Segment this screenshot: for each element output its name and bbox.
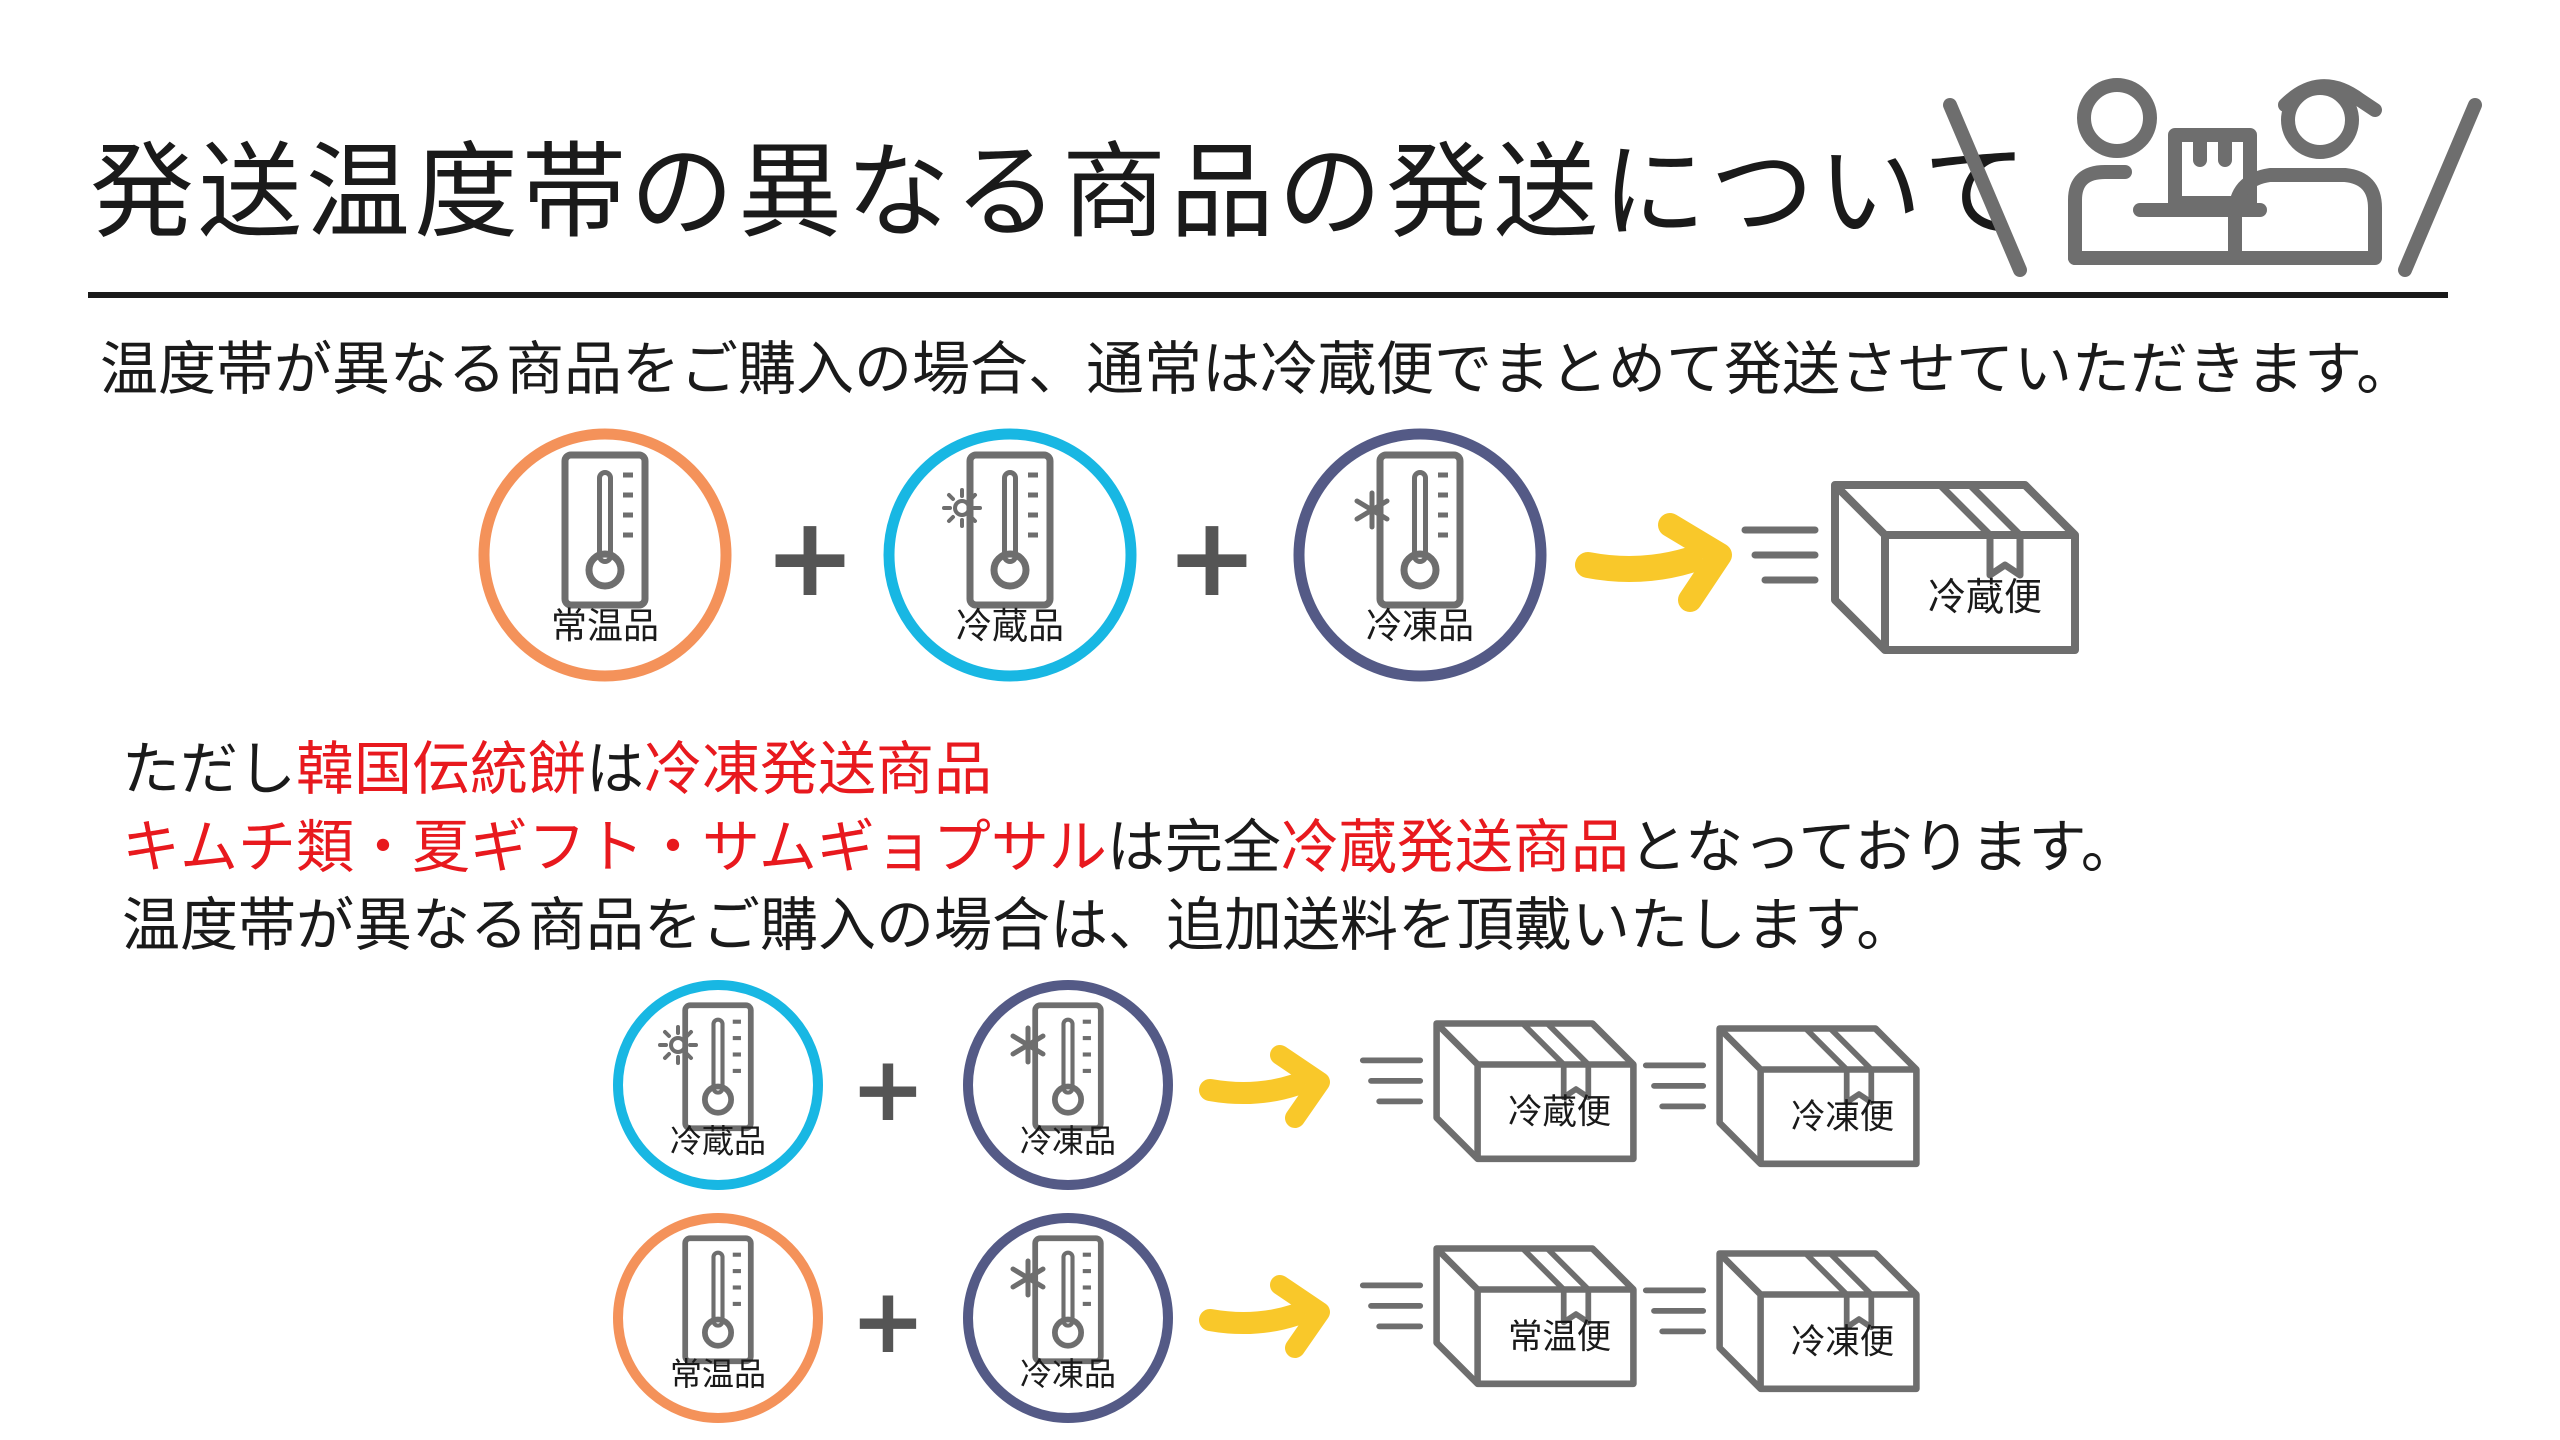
frozen-badge: 冷凍品	[963, 980, 1173, 1190]
room-temp-badge: 常温品	[613, 1213, 823, 1423]
arrow-icon	[1575, 547, 1703, 582]
plus-sign: +	[764, 493, 856, 621]
note-text: は完全	[1106, 813, 1281, 881]
box-label: 冷凍便	[1791, 1323, 1894, 1363]
box-label: 冷蔵便	[1928, 575, 2042, 619]
chilled-label: 冷蔵品	[956, 606, 1064, 647]
room-temp-label: 常温品	[670, 1355, 766, 1393]
plus-sign: +	[850, 1269, 925, 1374]
frozen-label: 冷凍品	[1366, 606, 1474, 647]
room-temp-label: 常温品	[551, 606, 659, 647]
delivery-icon	[1943, 78, 2482, 277]
plus-sign: +	[1166, 493, 1258, 621]
note-line-3: 温度帯が異なる商品をご購入の場合は、追加送料を頂戴いたします。	[122, 891, 1915, 959]
note-highlight: キムチ類・夏ギフト・サムギョプサル	[122, 813, 1107, 881]
note-text: は	[586, 735, 645, 803]
room-box-icon: 常温便	[1363, 1249, 1634, 1384]
intro-text: 温度帯が異なる商品をご購入の場合、通常は冷蔵便でまとめて発送させていただきます。	[100, 335, 2415, 403]
box-label: 常温便	[1508, 1318, 1611, 1358]
note-highlight: 冷蔵発送商品	[1280, 813, 1629, 881]
title-underline	[88, 292, 2448, 298]
arrow-icon	[1199, 1304, 1306, 1335]
chilled-badge: 冷蔵品	[613, 980, 823, 1190]
plus-sign: +	[850, 1037, 925, 1142]
page-title: 発送温度帯の異なる商品の発送について	[90, 131, 2031, 253]
note-text: ただし	[122, 735, 297, 803]
note-text: となっております。	[1628, 813, 2139, 881]
chilled-box-icon: 冷蔵便	[1363, 1024, 1634, 1159]
frozen-box-icon: 冷凍便	[1646, 1029, 1917, 1164]
box-label: 冷蔵便	[1508, 1093, 1611, 1133]
frozen-badge: 冷凍品	[963, 1213, 1173, 1423]
note-line-1: ただし韓国伝統餅は冷凍発送商品	[122, 740, 992, 798]
box-label: 冷凍便	[1791, 1098, 1894, 1138]
frozen-badge: 冷凍品	[1293, 428, 1547, 682]
chilled-box-icon: 冷蔵便	[1745, 485, 2075, 650]
arrow-icon	[1199, 1074, 1306, 1105]
note-highlight: 韓国伝統餅	[296, 735, 587, 803]
chilled-badge: 冷蔵品	[883, 428, 1137, 682]
frozen-box-icon: 冷凍便	[1646, 1254, 1917, 1389]
chilled-label: 冷蔵品	[670, 1122, 766, 1160]
room-temp-badge: 常温品	[478, 428, 732, 682]
frozen-label: 冷凍品	[1020, 1355, 1116, 1393]
frozen-label: 冷凍品	[1020, 1122, 1116, 1160]
note-line-2: キムチ類・夏ギフト・サムギョプサルは完全冷蔵発送商品となっております。	[122, 818, 2139, 876]
note-highlight: 冷凍発送商品	[644, 735, 993, 803]
